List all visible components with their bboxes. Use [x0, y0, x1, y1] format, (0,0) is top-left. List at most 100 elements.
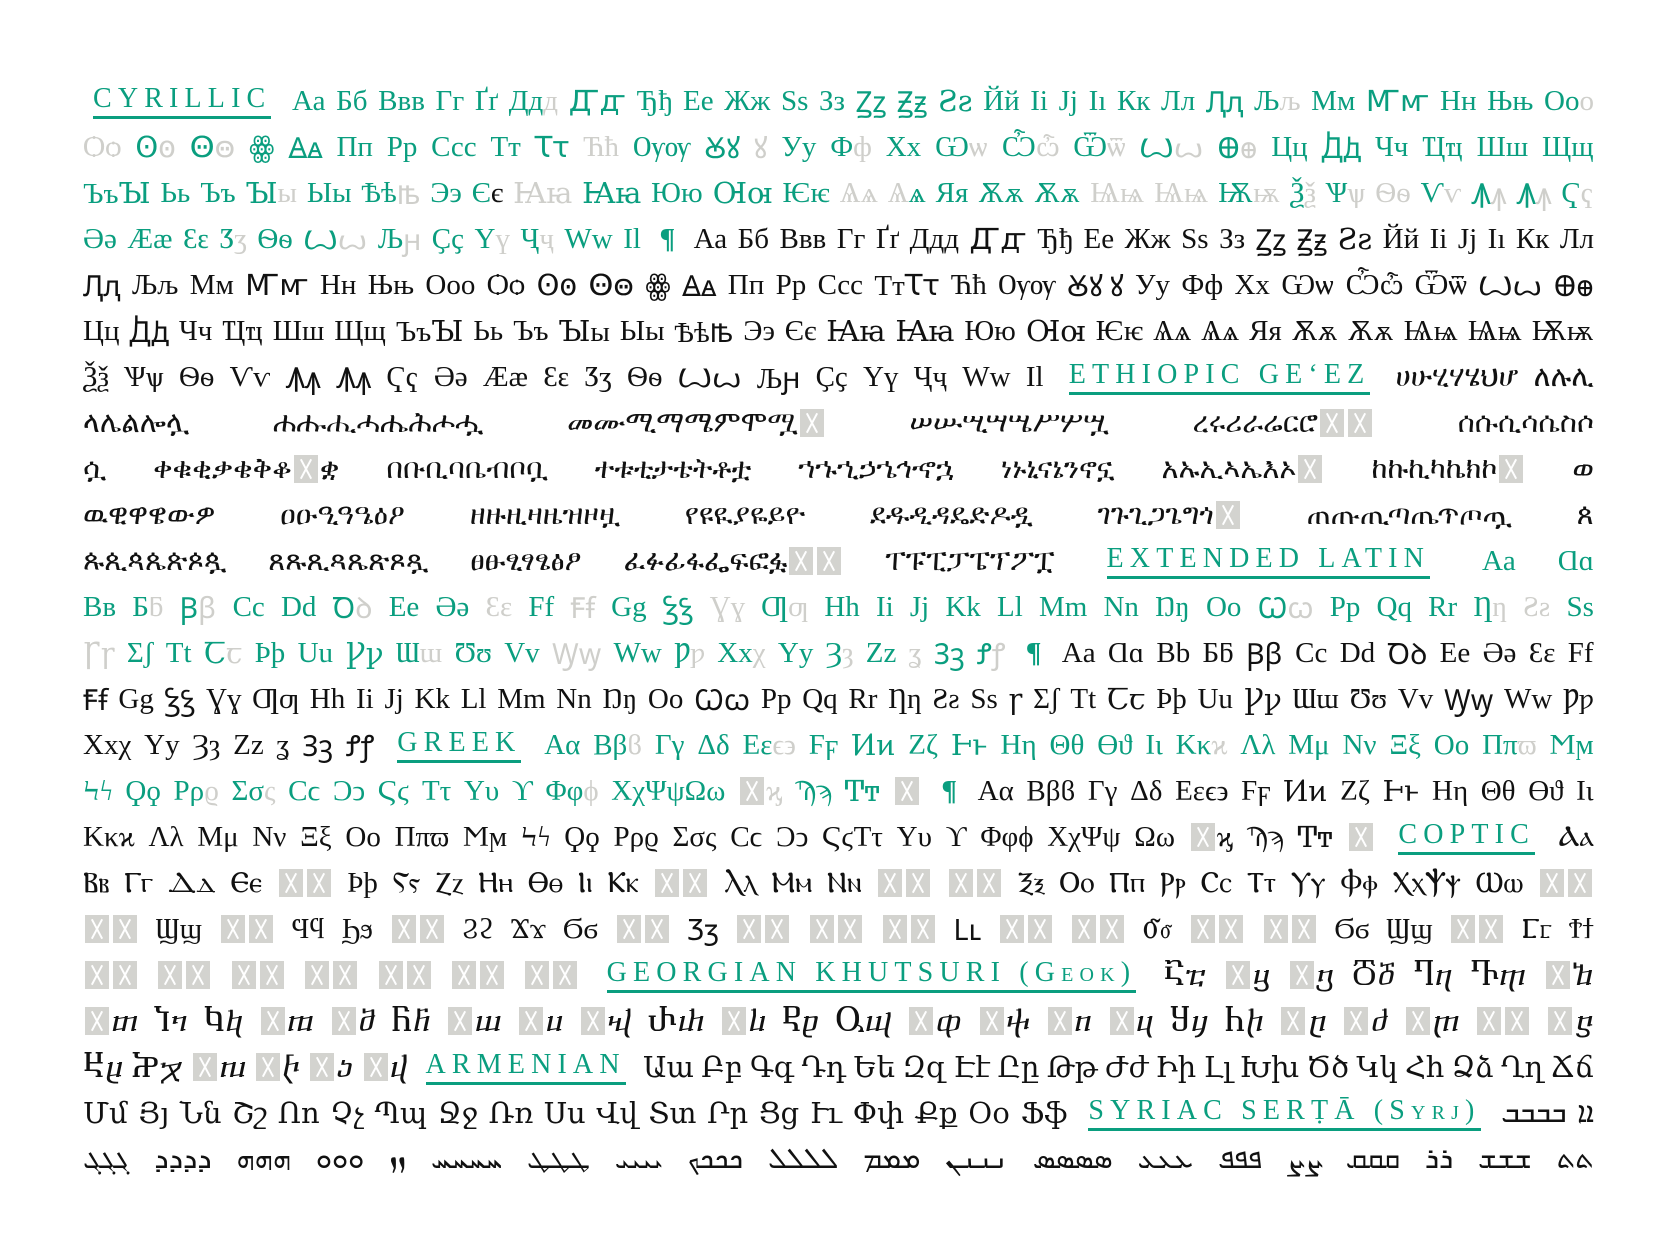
- glyph-group: Rr: [1428, 591, 1457, 624]
- glyph-text: Κκ: [1175, 728, 1212, 761]
- glyph-group: መሙሚማሜምሞሟ: [567, 407, 826, 440]
- glyph-text: ፐፑፒፓፔፕፖፗ: [885, 544, 1055, 577]
- glyph-text: Ξξ: [1389, 728, 1421, 761]
- glyph-text: Ʊʊ: [454, 636, 492, 669]
- glyph-text: Ꙕꙕ: [712, 177, 773, 210]
- glyph-text: Ʃʃ: [126, 636, 154, 669]
- glyph-text: ꙩ: [158, 131, 176, 164]
- glyph-text: Ϭϭ: [1334, 912, 1370, 945]
- glyph-group: Υυ: [897, 821, 932, 854]
- glyph-text: Ѯѯ: [83, 360, 109, 393]
- glyph-text: Ꞙꞙ: [570, 592, 595, 625]
- glyph-text: Јј: [1457, 222, 1478, 255]
- glyph-group: Ꙙꙙ: [288, 128, 322, 167]
- glyph-group: Ⴒⴒ: [782, 1004, 820, 1039]
- missing-glyph-box: [1109, 1007, 1134, 1035]
- glyph-group: [303, 961, 359, 989]
- glyph-group: Ɣɣ: [206, 683, 241, 716]
- glyph-group: Ꚛꚛ: [1554, 266, 1594, 305]
- missing-glyph-box: [363, 1053, 388, 1081]
- missing-glyph-box: [1072, 915, 1097, 943]
- glyph-text: Ջջ: [437, 1097, 479, 1130]
- missing-glyph-box: [817, 547, 842, 575]
- glyph-group: Ȝȝ: [192, 729, 220, 762]
- glyph-text: Ԑԑ: [543, 360, 570, 393]
- glyph-group: ΧχΨψ: [1047, 821, 1120, 854]
- glyph-text: ꝭ: [991, 638, 1006, 671]
- glyph-text: ꙫ: [214, 131, 236, 164]
- glyph-text: ꙟ: [1490, 178, 1507, 211]
- glyph-text: ዘዙዚዛዜዝዞዟ: [469, 498, 620, 531]
- glyph-text: Ββϐ: [1026, 774, 1076, 807]
- glyph-group: Ⳅⳅ: [687, 910, 718, 949]
- glyph-text: Ππ: [1482, 728, 1518, 761]
- glyph-text: Ѣѣꙓ: [674, 316, 734, 349]
- glyph-group: ⴊ: [259, 1004, 315, 1039]
- glyph-group: Jj: [910, 591, 929, 624]
- glyph-group: [1189, 915, 1245, 943]
- glyph-group: Юю: [651, 177, 702, 210]
- missing-glyph-box: [451, 961, 476, 989]
- glyph-text: ለሉሊ: [1533, 360, 1594, 393]
- glyph-group: [1475, 1007, 1531, 1035]
- glyph-text: Ոո: [277, 1097, 320, 1130]
- glyph-group: Ͳͳ: [1298, 820, 1333, 855]
- glyph-group: Ͱͱ: [951, 728, 988, 763]
- glyph-text: Ѧ: [887, 176, 909, 209]
- glyph-group: Xxχ: [83, 729, 131, 762]
- glyph-text: Ꞇ: [203, 637, 227, 670]
- glyph-group: [998, 915, 1054, 943]
- glyph-group: ⴇ: [83, 1004, 139, 1039]
- missing-glyph-box: [1539, 869, 1564, 897]
- glyph-group: Ɑɑ: [1108, 637, 1144, 670]
- glyph-text: ЪъꙐ: [395, 315, 464, 348]
- glyph-text: ꙓ: [396, 178, 421, 211]
- glyph-text: Թթ: [1046, 1051, 1098, 1084]
- glyph-text: Бб: [336, 84, 368, 117]
- glyph-text: ТтꚌꚍ: [874, 269, 940, 302]
- glyph-text: Cc: [232, 590, 265, 623]
- glyph-text: ҷ: [539, 222, 554, 255]
- glyph-text: Ϲϲ: [288, 774, 321, 807]
- glyph-text: Ꞷ: [1257, 592, 1288, 625]
- missing-glyph-box: [306, 869, 331, 897]
- glyph-text: Хх: [1234, 268, 1270, 301]
- glyph-group: Лл: [1560, 223, 1594, 256]
- glyph-text: Бб: [737, 222, 769, 255]
- glyph-text: Ρρϱ: [613, 820, 659, 853]
- glyph-text: Рр: [386, 130, 418, 163]
- glyph-text: Օօ: [968, 1097, 1010, 1130]
- missing-glyph-box: [479, 961, 504, 989]
- glyph-text: Ͷͷ: [1282, 775, 1328, 808]
- glyph-group: Ꙧꙧ: [245, 268, 308, 303]
- glyph-group: Ԝԝ: [564, 223, 612, 256]
- glyph-group: ʓ: [909, 637, 922, 670]
- glyph-text: Ү: [474, 222, 496, 255]
- glyph-text: ⴕ: [1005, 1005, 1031, 1038]
- glyph-group: ϴϑ: [1097, 729, 1132, 762]
- missing-glyph-box: [220, 915, 245, 943]
- glyph-text: Ꞇꞇ: [1106, 683, 1146, 716]
- glyph-text: Δδ: [1130, 774, 1163, 807]
- glyph-group: ܟܟܟܟ: [687, 1142, 744, 1175]
- glyph-text: ሰሱሲሳሴስሶ: [1457, 406, 1594, 439]
- glyph-text: Гг: [435, 84, 465, 117]
- glyph-group: Ꙗꙗ: [582, 176, 641, 211]
- glyph-text: ϱ: [204, 774, 219, 807]
- glyph-text: Ҁ: [1561, 176, 1581, 209]
- missing-glyph-box: [1291, 915, 1316, 943]
- glyph-text: Qq: [802, 682, 838, 715]
- glyph-group: Ⴈⴈ: [154, 1004, 188, 1039]
- glyph-group: [1449, 915, 1505, 943]
